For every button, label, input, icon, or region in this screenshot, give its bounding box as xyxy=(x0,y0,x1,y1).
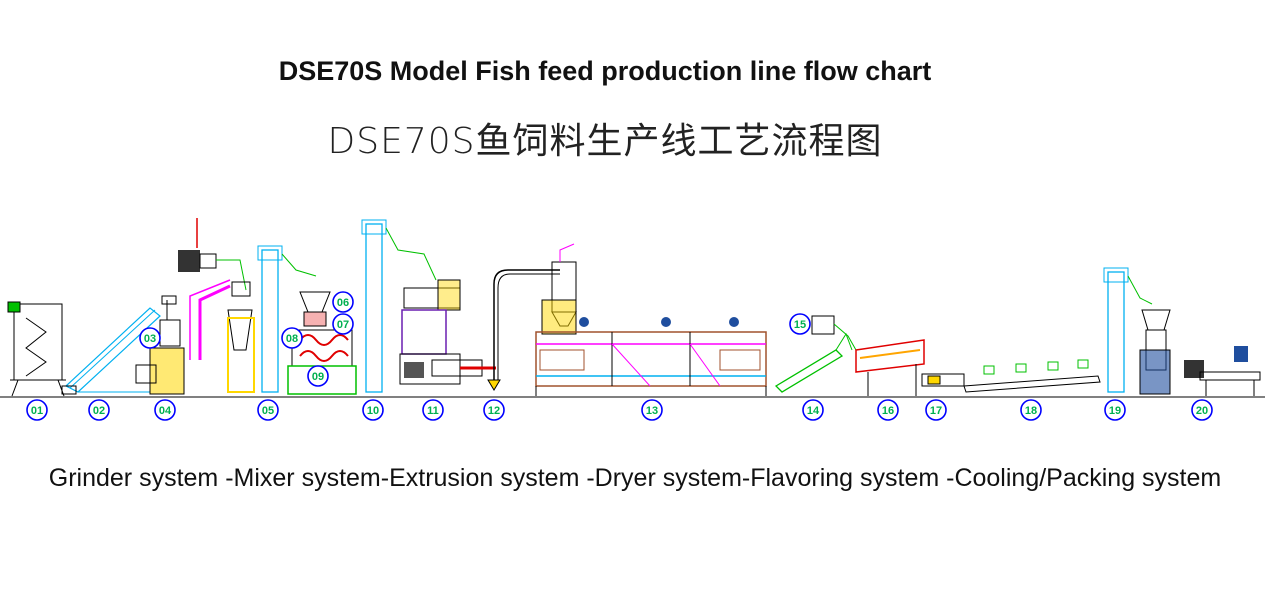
station-label-20: 20 xyxy=(1196,405,1208,417)
elevator-19 xyxy=(1103,267,1153,393)
station-circle-16 xyxy=(877,399,899,421)
station-label-18: 18 xyxy=(1025,405,1037,417)
conveyor-14 xyxy=(774,332,853,393)
fan-cyclone xyxy=(178,218,255,393)
station-label-13: 13 xyxy=(646,405,658,417)
station-label-11: 11 xyxy=(427,405,439,417)
station-circle-13 xyxy=(641,399,663,421)
title-english: DSE70S Model Fish feed production line f… xyxy=(278,56,932,86)
station-label-01: 01 xyxy=(31,405,43,417)
conveyor-17 xyxy=(921,373,965,387)
station-label-02: 02 xyxy=(93,405,105,417)
hopper-01 xyxy=(7,301,66,397)
systems-caption: Grinder system -Mixer system-Extrusion s… xyxy=(48,464,1222,492)
packing-machine-20 xyxy=(1139,309,1261,396)
station-labels: 01 02 03 04 05 06 07 08 09 10 11 12 13 14 15 16 17 18 19 20 xyxy=(26,291,1213,421)
cyclone-13 xyxy=(541,243,577,335)
station-circle-09 xyxy=(307,365,329,387)
station-circle-20 xyxy=(1191,399,1213,421)
dryer-13 xyxy=(535,317,767,396)
extruder-11 xyxy=(399,279,496,385)
cooling-conveyor-18 xyxy=(963,359,1101,393)
station-label-05: 05 xyxy=(262,405,274,417)
station-label-17: 17 xyxy=(930,405,942,417)
station-label-10: 10 xyxy=(367,405,379,417)
station-circle-07 xyxy=(332,313,354,335)
station-label-03: 03 xyxy=(144,333,156,345)
station-circle-14 xyxy=(802,399,824,421)
conveying-pipe-12 xyxy=(487,269,560,391)
station-circle-12 xyxy=(483,399,505,421)
station-label-14: 14 xyxy=(807,405,820,417)
elevator-05 xyxy=(257,245,317,393)
station-label-09: 09 xyxy=(312,371,324,383)
station-circle-03 xyxy=(139,327,161,349)
station-label-04: 04 xyxy=(159,405,172,417)
station-label-06: 06 xyxy=(337,297,349,309)
station-label-15: 15 xyxy=(794,319,806,331)
station-circle-11 xyxy=(422,399,444,421)
station-label-16: 16 xyxy=(882,405,894,417)
production-line-diagram: 01 02 03 04 05 06 07 08 09 10 11 12 13 14 15 16 17 18 19 20 xyxy=(0,218,1265,421)
station-circle-04 xyxy=(154,399,176,421)
elevator-10 xyxy=(361,219,437,393)
station-circle-10 xyxy=(362,399,384,421)
station-label-07: 07 xyxy=(337,319,349,331)
title-chinese: DSE70S鱼饲料生产线工艺流程图 xyxy=(327,121,883,162)
station-label-08: 08 xyxy=(286,333,298,345)
station-circle-08 xyxy=(281,327,303,349)
mill-04 xyxy=(135,295,185,395)
station-circle-05 xyxy=(257,399,279,421)
station-circle-17 xyxy=(925,399,947,421)
station-circle-01 xyxy=(26,399,48,421)
station-circle-06 xyxy=(332,291,354,313)
flavoring-drum-16 xyxy=(811,315,925,396)
conveyor-02 xyxy=(61,307,161,395)
station-label-19: 19 xyxy=(1109,405,1121,417)
station-circle-18 xyxy=(1020,399,1042,421)
station-circle-15 xyxy=(789,313,811,335)
station-circle-02 xyxy=(88,399,110,421)
station-circle-19 xyxy=(1104,399,1126,421)
station-label-12: 12 xyxy=(488,405,500,417)
